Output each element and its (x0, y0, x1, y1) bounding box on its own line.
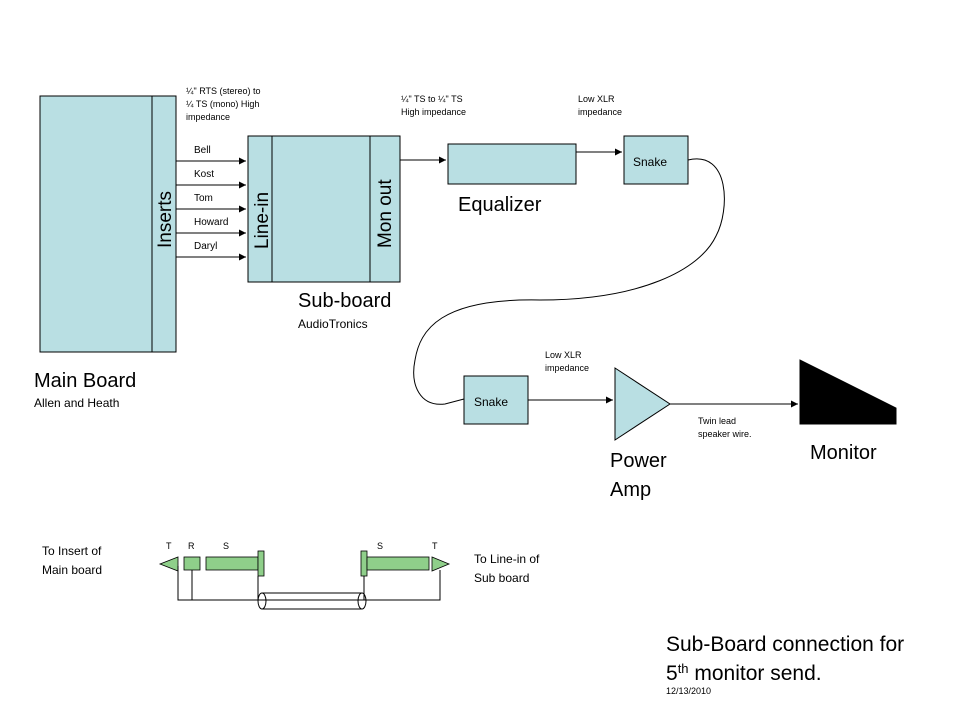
shield-left-end (257, 592, 267, 610)
cable-right-label-2: Sub board (474, 571, 529, 585)
snake-bottom: Snake (463, 375, 529, 425)
sub-board-subtitle: AudioTronics (298, 317, 368, 331)
snake-bottom-box (463, 375, 529, 425)
left-plug-collar (257, 550, 265, 577)
footer-title-prefix: 5 (666, 662, 678, 685)
right-tip-connector (431, 556, 451, 572)
footer-title-suffix: monitor send. (689, 662, 822, 685)
left-pin-s-label: S (223, 541, 229, 551)
snake-top-box (623, 135, 689, 185)
footer-date: 12/13/2010 (666, 686, 711, 696)
snake-top: Snake (623, 135, 689, 185)
snake-cable-note-line-2: impedance (545, 363, 589, 373)
amp-cable-note: Twin lead speaker wire. (698, 416, 752, 439)
snake-bottom-label: Snake (474, 395, 508, 409)
inserts-cable-note-line-3: impedance (186, 112, 230, 122)
sub-board-title: Sub-board (298, 290, 391, 312)
shield-right-end (357, 592, 367, 610)
mon-out-label: Mon out (375, 179, 396, 248)
sub-board: Line-in Mon out Sub-board AudioTronics (247, 135, 401, 331)
left-pin-t-label: T (166, 541, 172, 551)
cable-left-label-1: To Insert of (42, 544, 102, 558)
snake-cable (413, 158, 725, 405)
inserts-cable-note: ¼" RTS (stereo) to ¼ TS (mono) High impe… (186, 86, 261, 122)
footer-title-line-2: 5th monitor send. (666, 661, 822, 686)
amp-cable-note-line-2: speaker wire. (698, 429, 752, 439)
cable-left-label-2: Main board (42, 563, 102, 577)
right-sleeve-connector (366, 556, 430, 571)
line-in-label: Line-in (252, 192, 273, 249)
tip-wire (177, 566, 441, 601)
eq-cable-note: Low XLR impedance (578, 94, 622, 117)
snake-cable-note: Low XLR impedance (545, 350, 589, 373)
inserts-strip (151, 95, 177, 353)
main-board-subtitle: Allen and Heath (34, 396, 119, 410)
snake-top-label: Snake (633, 155, 667, 169)
amp-cable-note-line-1: Twin lead (698, 416, 736, 426)
monitor-label: Monitor (810, 442, 877, 464)
left-pin-r-label: R (188, 541, 195, 551)
footer-title-sup: th (678, 661, 689, 676)
channel-label-5: Daryl (194, 241, 217, 252)
inserts-cable-note-line-1: ¼" RTS (stereo) to (186, 86, 261, 96)
main-board: Inserts Main Board Allen and Heath (34, 95, 177, 410)
power-amp-label-2: Amp (610, 479, 651, 501)
left-ring-connector (183, 556, 201, 571)
monout-cable-note-line-2: High impedance (401, 107, 466, 117)
channel-label-3: Tom (194, 193, 213, 204)
monout-cable-note: ¼" TS to ¼" TS High impedance (401, 94, 466, 117)
monitor: Monitor (799, 359, 897, 464)
power-amp-triangle (614, 367, 671, 441)
line-in-strip (247, 135, 273, 283)
main-board-title: Main Board (34, 370, 136, 392)
equalizer-label: Equalizer (458, 194, 542, 216)
footer: Sub-Board connection for 5th monitor sen… (666, 633, 904, 696)
right-pin-t-label: T (432, 541, 438, 551)
monout-cable-note-line-1: ¼" TS to ¼" TS (401, 94, 463, 104)
power-amp-label-1: Power (610, 450, 667, 472)
cable-detail: To Insert of Main board To Line-in of Su… (42, 541, 540, 610)
inserts-label: Inserts (155, 191, 176, 248)
cable-right-label-1: To Line-in of (474, 552, 540, 566)
right-pin-s-label: S (377, 541, 383, 551)
mon-out-strip (369, 135, 401, 283)
left-tip-connector (158, 556, 179, 572)
channel-label-2: Kost (194, 169, 214, 180)
monitor-wedge-icon (799, 359, 897, 425)
right-plug-collar (360, 550, 368, 577)
channel-label-1: Bell (194, 145, 211, 156)
snake-cable-note-line-1: Low XLR (545, 350, 582, 360)
channel-wires: Bell Kost Tom Howard Daryl (176, 145, 246, 261)
eq-cable-note-line-2: impedance (578, 107, 622, 117)
eq-cable-note-line-1: Low XLR (578, 94, 615, 104)
channel-label-4: Howard (194, 217, 228, 228)
power-amp: Power Amp (610, 367, 671, 501)
equalizer-box (447, 143, 577, 185)
footer-title-line-1: Sub-Board connection for (666, 633, 904, 656)
equalizer: Equalizer (447, 143, 577, 216)
inserts-cable-note-line-2: ¼ TS (mono) High (186, 99, 259, 109)
left-sleeve-connector (205, 556, 259, 571)
